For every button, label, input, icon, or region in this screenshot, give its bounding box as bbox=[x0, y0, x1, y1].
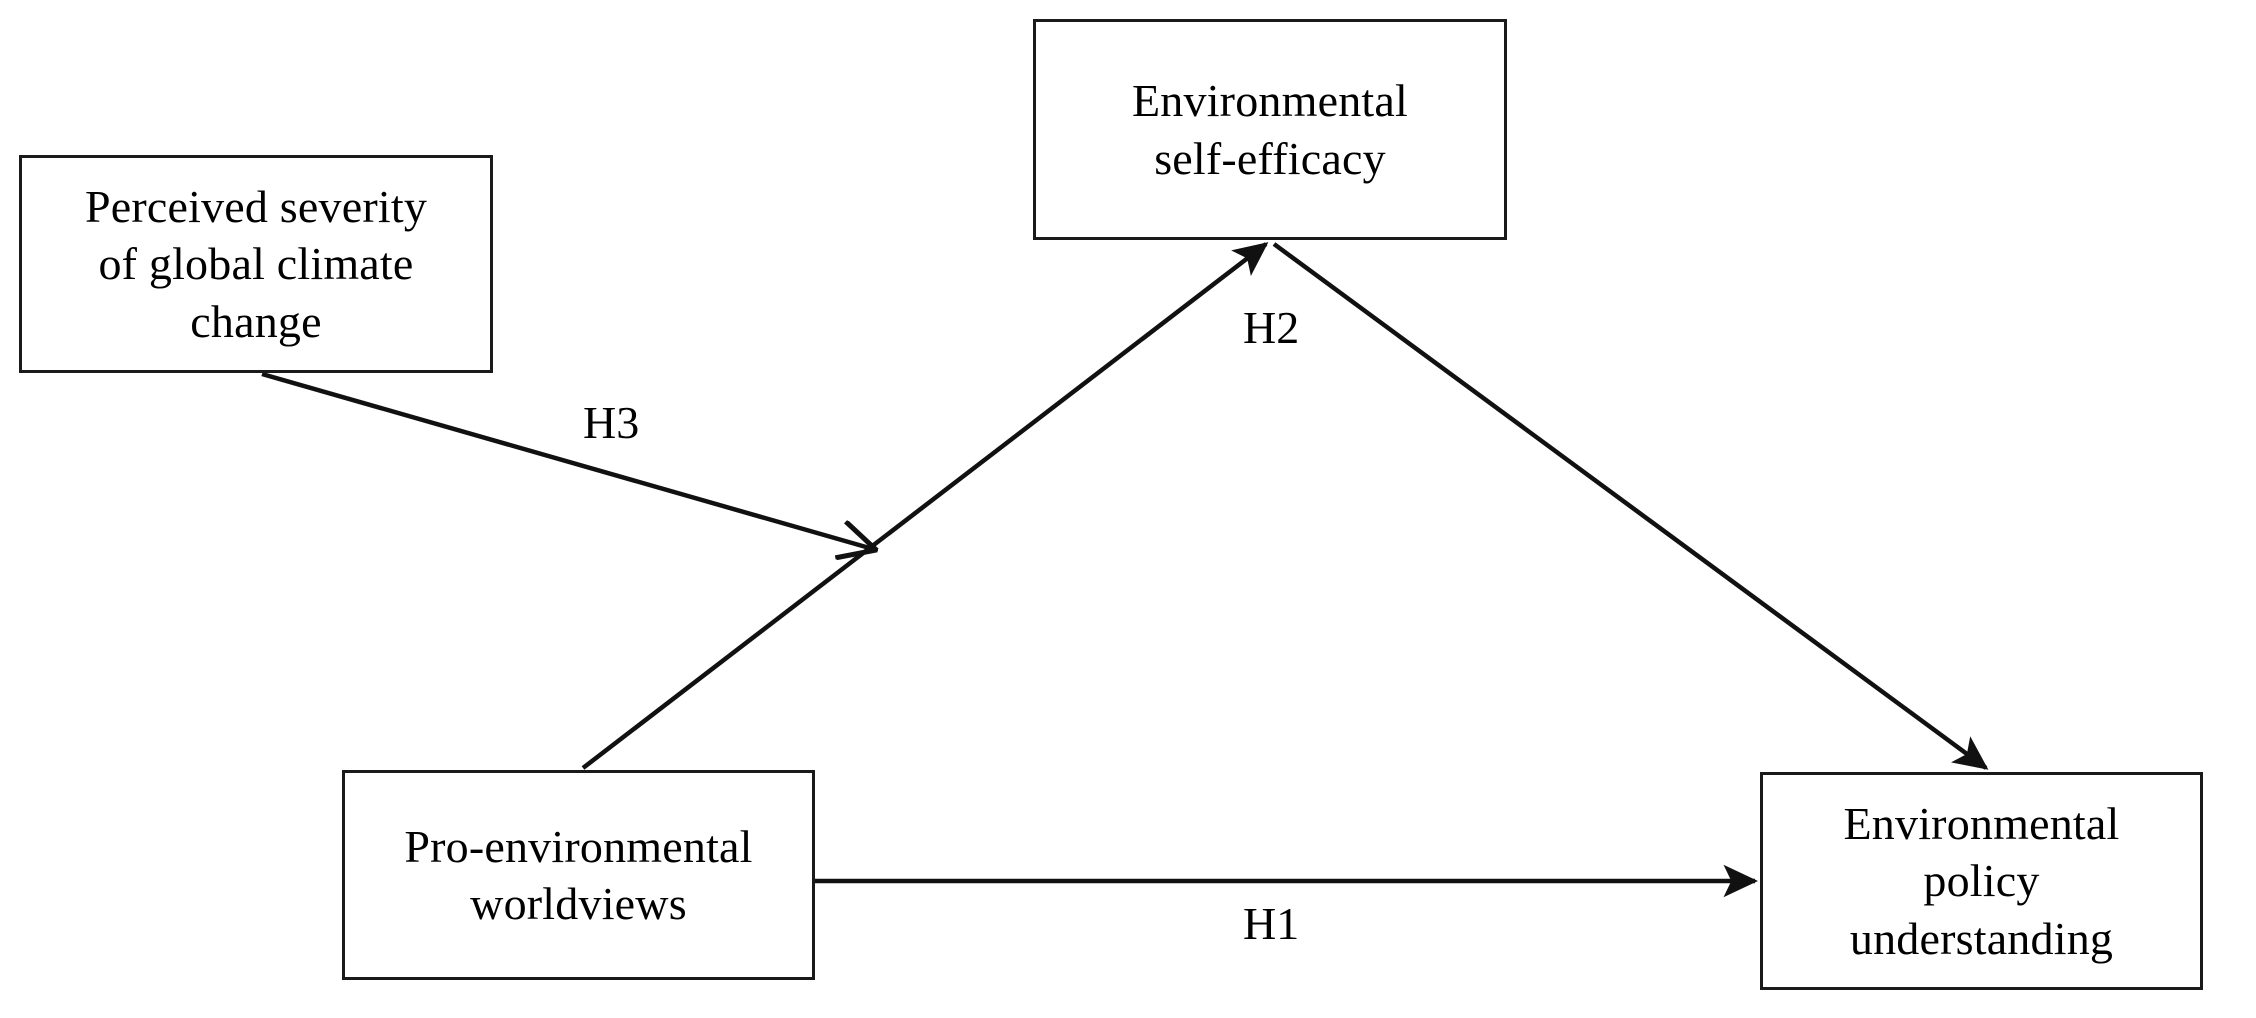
node-environmental-policy-understanding[interactable]: Environmental policy understanding bbox=[1760, 772, 2203, 990]
edge-h2a-line bbox=[581, 242, 1269, 770]
node-environmental-self-efficacy-label: Environmental self-efficacy bbox=[1132, 75, 1408, 184]
edge-label-h2: H2 bbox=[1243, 302, 1300, 353]
node-environmental-self-efficacy[interactable]: Environmental self-efficacy bbox=[1033, 19, 1507, 240]
node-environmental-policy-understanding-label: Environmental policy understanding bbox=[1843, 798, 2120, 964]
edge-h2b-line bbox=[1272, 242, 1989, 770]
edge-label-h3: H3 bbox=[583, 397, 640, 448]
node-perceived-severity-label: Perceived severity of global climate cha… bbox=[84, 181, 428, 347]
edge-label-h1: H1 bbox=[1243, 898, 1300, 949]
edge-h3-line bbox=[261, 371, 873, 549]
node-perceived-severity[interactable]: Perceived severity of global climate cha… bbox=[19, 155, 493, 373]
node-pro-environmental-worldviews[interactable]: Pro-environmental worldviews bbox=[342, 770, 815, 980]
node-pro-environmental-worldviews-label: Pro-environmental worldviews bbox=[404, 820, 753, 929]
